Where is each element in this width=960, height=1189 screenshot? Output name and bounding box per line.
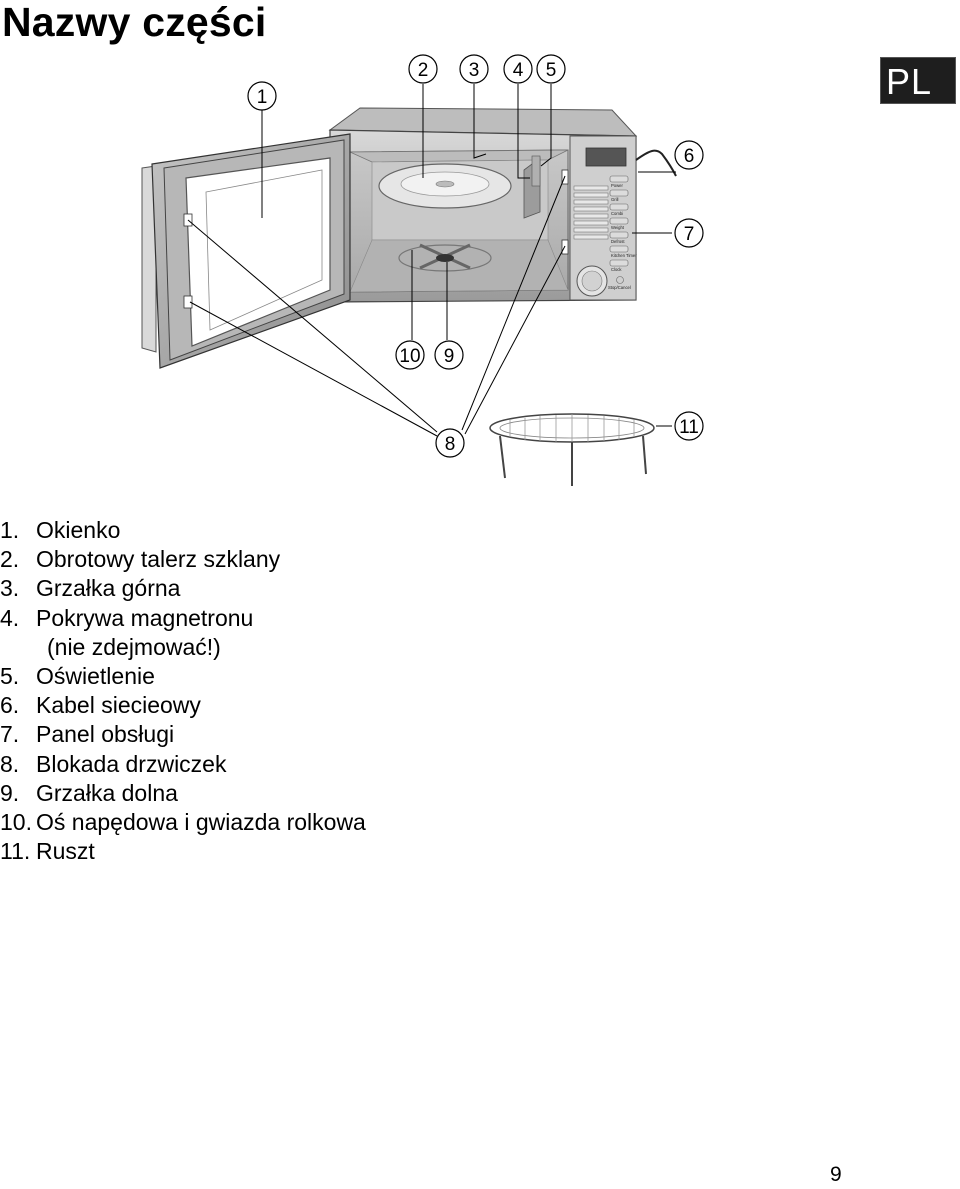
callout-6-label: 6: [684, 146, 695, 167]
panel-label-kitchen-timer: Kitchen Timer: [611, 253, 637, 258]
callout-9-label: 9: [444, 346, 455, 367]
list-item-label: Oświetlenie: [36, 663, 155, 690]
callout-2: 2: [408, 54, 438, 84]
language-badge: PL: [880, 57, 956, 104]
callout-2-label: 2: [418, 60, 429, 81]
callouts: 1 2 3 4 5 6 7 8: [247, 54, 704, 458]
list-item-label: Grzałka górna: [36, 575, 181, 602]
list-item-number: 5.: [0, 663, 20, 690]
callout-10: 10: [395, 340, 425, 370]
list-item-number: 2.: [0, 546, 20, 573]
list-item-number: 10.: [0, 809, 32, 836]
list-item-label: Pokrywa magnetronu: [36, 604, 254, 631]
list-item: 8. Blokada drzwiczek: [0, 750, 366, 779]
callout-9: 9: [434, 340, 464, 370]
list-item-number: 1.: [0, 517, 20, 543]
list-item: 2. Obrotowy talerz szklany: [0, 545, 366, 574]
panel-label-clock: Clock: [611, 267, 622, 272]
list-item: 11.Ruszt: [0, 837, 366, 866]
callout-3-label: 3: [469, 60, 480, 81]
microwave-parts-diagram: Power Grill Combi Weight Defrost Kitchen…: [141, 54, 704, 486]
list-item-label: Blokada drzwiczek: [36, 750, 227, 777]
callout-11-label: 11: [679, 417, 699, 438]
power-cable: [635, 149, 677, 177]
microwave-door: [141, 133, 351, 369]
leader-lines: [187, 84, 676, 437]
list-item: 6. Kabel siecieowy: [0, 691, 366, 720]
control-panel: Power Grill Combi Weight Defrost Kitchen…: [573, 147, 637, 297]
list-item-label: Oś napędowa i gwiazda rolkowa: [36, 809, 366, 836]
list-item-label: Obrotowy talerz szklany: [36, 546, 281, 573]
page-title: Nazwy części: [2, 0, 267, 45]
magnetron-cover: [523, 155, 541, 219]
list-item-number: 3.: [0, 575, 20, 602]
callout-5-label: 5: [546, 60, 557, 81]
callout-1-label: 1: [257, 87, 268, 108]
list-item: 4. Pokrywa magnetronu(nie zdejmować!): [0, 604, 366, 662]
page-number: 9: [830, 1163, 842, 1186]
list-item-label: Okienko: [36, 517, 121, 543]
callout-4-label: 4: [513, 60, 524, 81]
list-item-label: Ruszt: [36, 838, 95, 865]
list-item: 3. Grzałka górna: [0, 574, 366, 603]
list-item: 9. Grzałka dolna: [0, 779, 366, 808]
callout-7: 7: [674, 218, 704, 248]
callout-1: 1: [247, 81, 277, 111]
parts-list: 1. Okienko 2. Obrotowy talerz szklany 3. Gr…: [0, 516, 366, 866]
turntable-plate: [378, 163, 512, 209]
grill-rack: [489, 413, 655, 486]
list-item-number: 8.: [0, 750, 20, 777]
list-item-number: 7.: [0, 721, 20, 748]
callout-11: 11: [674, 411, 704, 441]
list-item: 10.Oś napędowa i gwiazda rolkowa: [0, 808, 366, 837]
panel-label-stop-cancel: Stop/Cancel: [608, 285, 631, 290]
list-item: 5. Oświetlenie: [0, 662, 366, 691]
panel-label-power: Power: [611, 183, 623, 188]
callout-8-label: 8: [445, 434, 456, 455]
panel-label-defrost: Defrost: [611, 239, 625, 244]
callout-10-label: 10: [399, 346, 420, 367]
list-item: 1. Okienko: [0, 516, 366, 545]
callout-5: 5: [536, 54, 566, 84]
list-item-label: Panel obsługi: [36, 721, 175, 748]
list-item-number: 4.: [0, 604, 20, 631]
list-item-number: 11.: [0, 838, 31, 865]
callout-8: 8: [435, 428, 465, 458]
callout-4: 4: [503, 54, 533, 84]
language-badge-label: PL: [886, 61, 933, 102]
callout-7-label: 7: [684, 224, 695, 245]
panel-label-combi: Combi: [611, 211, 623, 216]
panel-label-weight: Weight: [611, 225, 625, 230]
roller-ring: [398, 243, 492, 272]
list-item-number: 6.: [0, 692, 20, 719]
list-item-label: Grzałka dolna: [36, 779, 178, 806]
callout-6: 6: [674, 140, 704, 170]
panel-label-grill: Grill: [611, 197, 619, 202]
list-item-number: 9.: [0, 779, 20, 806]
list-item-note: (nie zdejmować!): [47, 633, 221, 660]
callout-3: 3: [459, 54, 489, 84]
list-item: 7. Panel obsługi: [0, 720, 366, 749]
list-item-label: Kabel siecieowy: [36, 692, 201, 719]
